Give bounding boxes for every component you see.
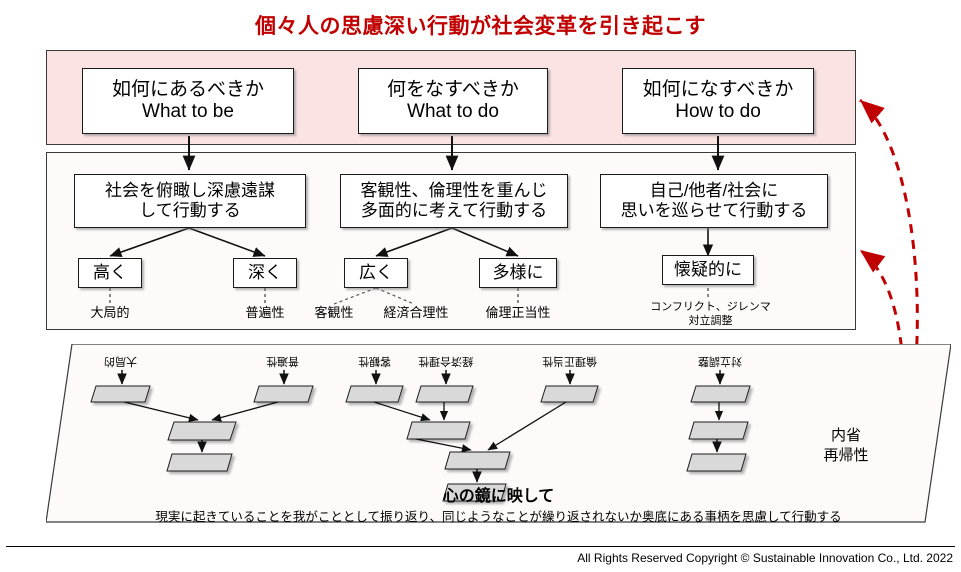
panel-subtext: 現実に起きていることを我がこととして振り返り、同じようなことが繰り返されないか奥…	[155, 510, 842, 524]
panel-right-label: 内省 再帰性	[823, 427, 869, 465]
caption-conflict-dilemma: コンフリクト、ジレンマ 対立調整	[650, 301, 771, 328]
caption-fuhensei: 普遍性	[245, 305, 285, 320]
box-society-overview-text: 社会を俯瞰し深慮遠謀して行動する	[105, 180, 275, 220]
box-objectivity-ethics[interactable]: 客観性、倫理性を重んじ多面的に考えて行動する	[340, 174, 568, 228]
mirror-label-tairitsuchousei: 対立調整	[698, 355, 742, 367]
box-tayouni-label: 多様に	[492, 262, 544, 282]
mirror-label-fuhensei: 普遍性	[266, 355, 299, 367]
panel-mirror-of-mind: 大局的 普遍性 客観性 経済合理性 倫理正当性 対立調整 内省 再帰性 心の鏡に…	[46, 344, 951, 532]
caption-kyakkansei: 客観性	[314, 305, 354, 320]
caption-taikyokuteki: 大局的	[90, 305, 130, 320]
mirror-label-taikyokuteki: 大局的	[104, 355, 137, 367]
box-takaku[interactable]: 高く	[78, 258, 142, 288]
box-self-other-society-text: 自己/他者/社会に思いを巡らせて行動する	[620, 180, 808, 220]
footer-copyright: All Rights Reserved Copyright © Sustaina…	[577, 551, 953, 565]
box-tayouni[interactable]: 多様に	[479, 258, 557, 288]
box-kaigiteki-label: 懐疑的に	[674, 259, 742, 279]
box-fukaku-label: 深く	[248, 262, 282, 282]
panel-heading: 心の鏡に映して	[442, 488, 555, 505]
box-kaigiteki[interactable]: 懐疑的に	[662, 255, 754, 285]
box-self-other-society[interactable]: 自己/他者/社会に思いを巡らせて行動する	[600, 174, 828, 228]
box-hiroku[interactable]: 広く	[344, 258, 408, 288]
box-society-overview[interactable]: 社会を俯瞰し深慮遠謀して行動する	[74, 174, 306, 228]
mirror-label-kyakkansei: 客観性	[358, 355, 391, 367]
box-objectivity-ethics-text: 客観性、倫理性を重んじ多面的に考えて行動する	[360, 180, 548, 220]
box-hiroku-label: 広く	[359, 262, 393, 282]
page-title: 個々人の思慮深い行動が社会変革を引き起こす	[254, 15, 707, 38]
footer-divider	[6, 546, 955, 547]
box-fukaku[interactable]: 深く	[233, 258, 297, 288]
mirror-label-rinriseitousei: 倫理正当性	[542, 355, 597, 367]
mirror-label-keizaigorisei: 経済合理性	[418, 355, 473, 367]
box-takaku-label: 高く	[93, 262, 127, 282]
caption-rinriseitousei: 倫理正当性	[485, 305, 551, 320]
panel-graphics	[46, 344, 951, 523]
caption-keizaigorisei: 経済合理性	[383, 305, 449, 320]
